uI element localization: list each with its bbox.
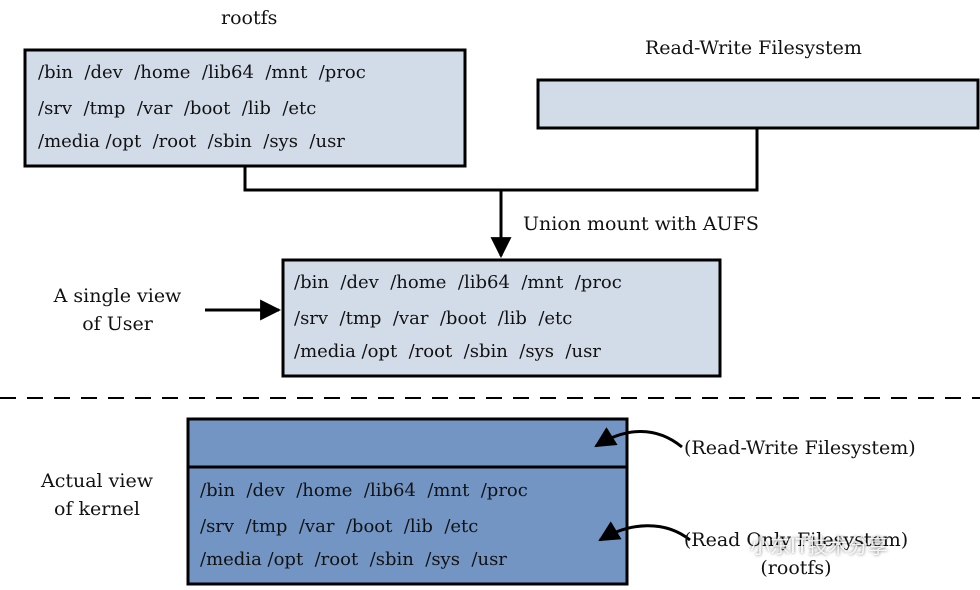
rw-annotation-label: (Read-Write Filesystem) — [684, 437, 916, 459]
ro-annotation-label: (Read Only Filesystem) (rootfs) — [680, 526, 912, 582]
union-mount-label: Union mount with AUFS — [523, 213, 759, 235]
ro-annotation-arrow — [598, 521, 691, 542]
watermark: 小东IT技术分享 — [750, 534, 889, 558]
actual-view-line1: Actual view — [41, 470, 153, 492]
user-view-dir-row-2: /srv /tmp /var /boot /lib /etc — [294, 308, 573, 329]
kernel-rw-layer — [186, 417, 629, 469]
rootfs-box — [23, 48, 467, 168]
rootfs-dir-row-1: /bin /dev /home /lib64 /mnt /proc — [38, 62, 366, 83]
user-view-dir-row-3: /media /opt /root /sbin /sys /usr — [294, 341, 601, 362]
rootfs-dir-row-3: /media /opt /root /sbin /sys /usr — [38, 131, 345, 152]
rw-annotation-arrow — [594, 427, 683, 449]
kernel-view-dir-row-2: /srv /tmp /var /boot /lib /etc — [200, 516, 479, 537]
rootfs-title: rootfs — [221, 7, 278, 29]
single-view-line2: of User — [82, 313, 153, 335]
user-view-dir-row-1: /bin /dev /home /lib64 /mnt /proc — [294, 272, 622, 293]
rw-filesystem-title: Read-Write Filesystem — [645, 37, 862, 59]
ro-annotation-line1: (Read Only Filesystem) — [683, 529, 909, 551]
kernel-ro-layer — [186, 465, 629, 586]
user-view-box — [281, 258, 722, 378]
rw-filesystem-box — [536, 78, 980, 130]
actual-view-label: Actual view of kernel — [22, 467, 172, 523]
kernel-view-dir-row-3: /media /opt /root /sbin /sys /usr — [200, 549, 507, 570]
single-view-line1: A single view — [53, 285, 182, 307]
kernel-view-dir-row-1: /bin /dev /home /lib64 /mnt /proc — [200, 480, 528, 501]
ro-annotation-line2: (rootfs) — [760, 557, 832, 579]
rootfs-dir-row-2: /srv /tmp /var /boot /lib /etc — [38, 98, 317, 119]
actual-view-line2: of kernel — [54, 498, 140, 520]
single-view-label: A single view of User — [30, 282, 205, 338]
